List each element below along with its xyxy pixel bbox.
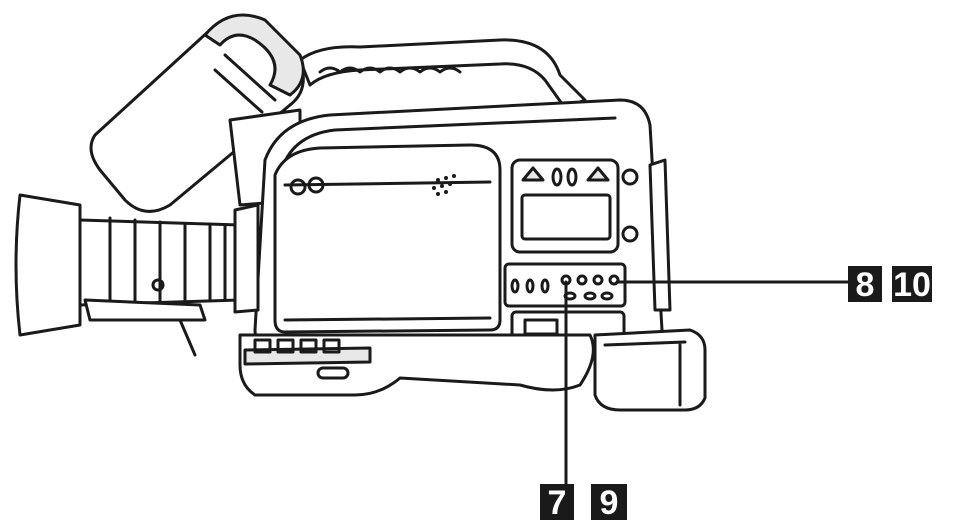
lower-switch-3 <box>540 278 550 294</box>
callout-7: 7 <box>540 484 574 522</box>
battery-pack <box>593 328 707 412</box>
lens-mount <box>233 203 260 314</box>
lower-switch-2 <box>525 278 535 294</box>
callout-8-label: 8 <box>856 266 875 304</box>
lower-button-2 <box>576 274 588 286</box>
callout-10-label: 10 <box>893 266 931 304</box>
level-meter-display <box>520 193 612 241</box>
viewfinder-eyecup <box>203 13 305 97</box>
lower-button-3 <box>592 274 604 286</box>
side-panel <box>273 143 502 334</box>
audio-knob-left <box>521 166 545 182</box>
lower-button-4 <box>608 274 620 286</box>
lens-grip <box>83 298 207 322</box>
callout-9: 9 <box>591 484 627 522</box>
lens-hood <box>14 193 82 337</box>
callout-10: 10 <box>892 266 932 304</box>
audio-knob-right <box>586 166 610 182</box>
callout-8: 8 <box>848 266 882 304</box>
rear-housing <box>648 158 672 312</box>
carry-handle <box>298 38 587 110</box>
speaker-grille <box>432 174 456 196</box>
callout-7-label: 7 <box>548 484 567 522</box>
side-screw-left <box>289 178 307 196</box>
side-screw-right <box>307 176 325 194</box>
lower-switch-1 <box>510 278 520 294</box>
shoulder-switch <box>316 366 350 380</box>
callout-9-label: 9 <box>600 484 619 522</box>
handle-grip <box>318 66 462 74</box>
